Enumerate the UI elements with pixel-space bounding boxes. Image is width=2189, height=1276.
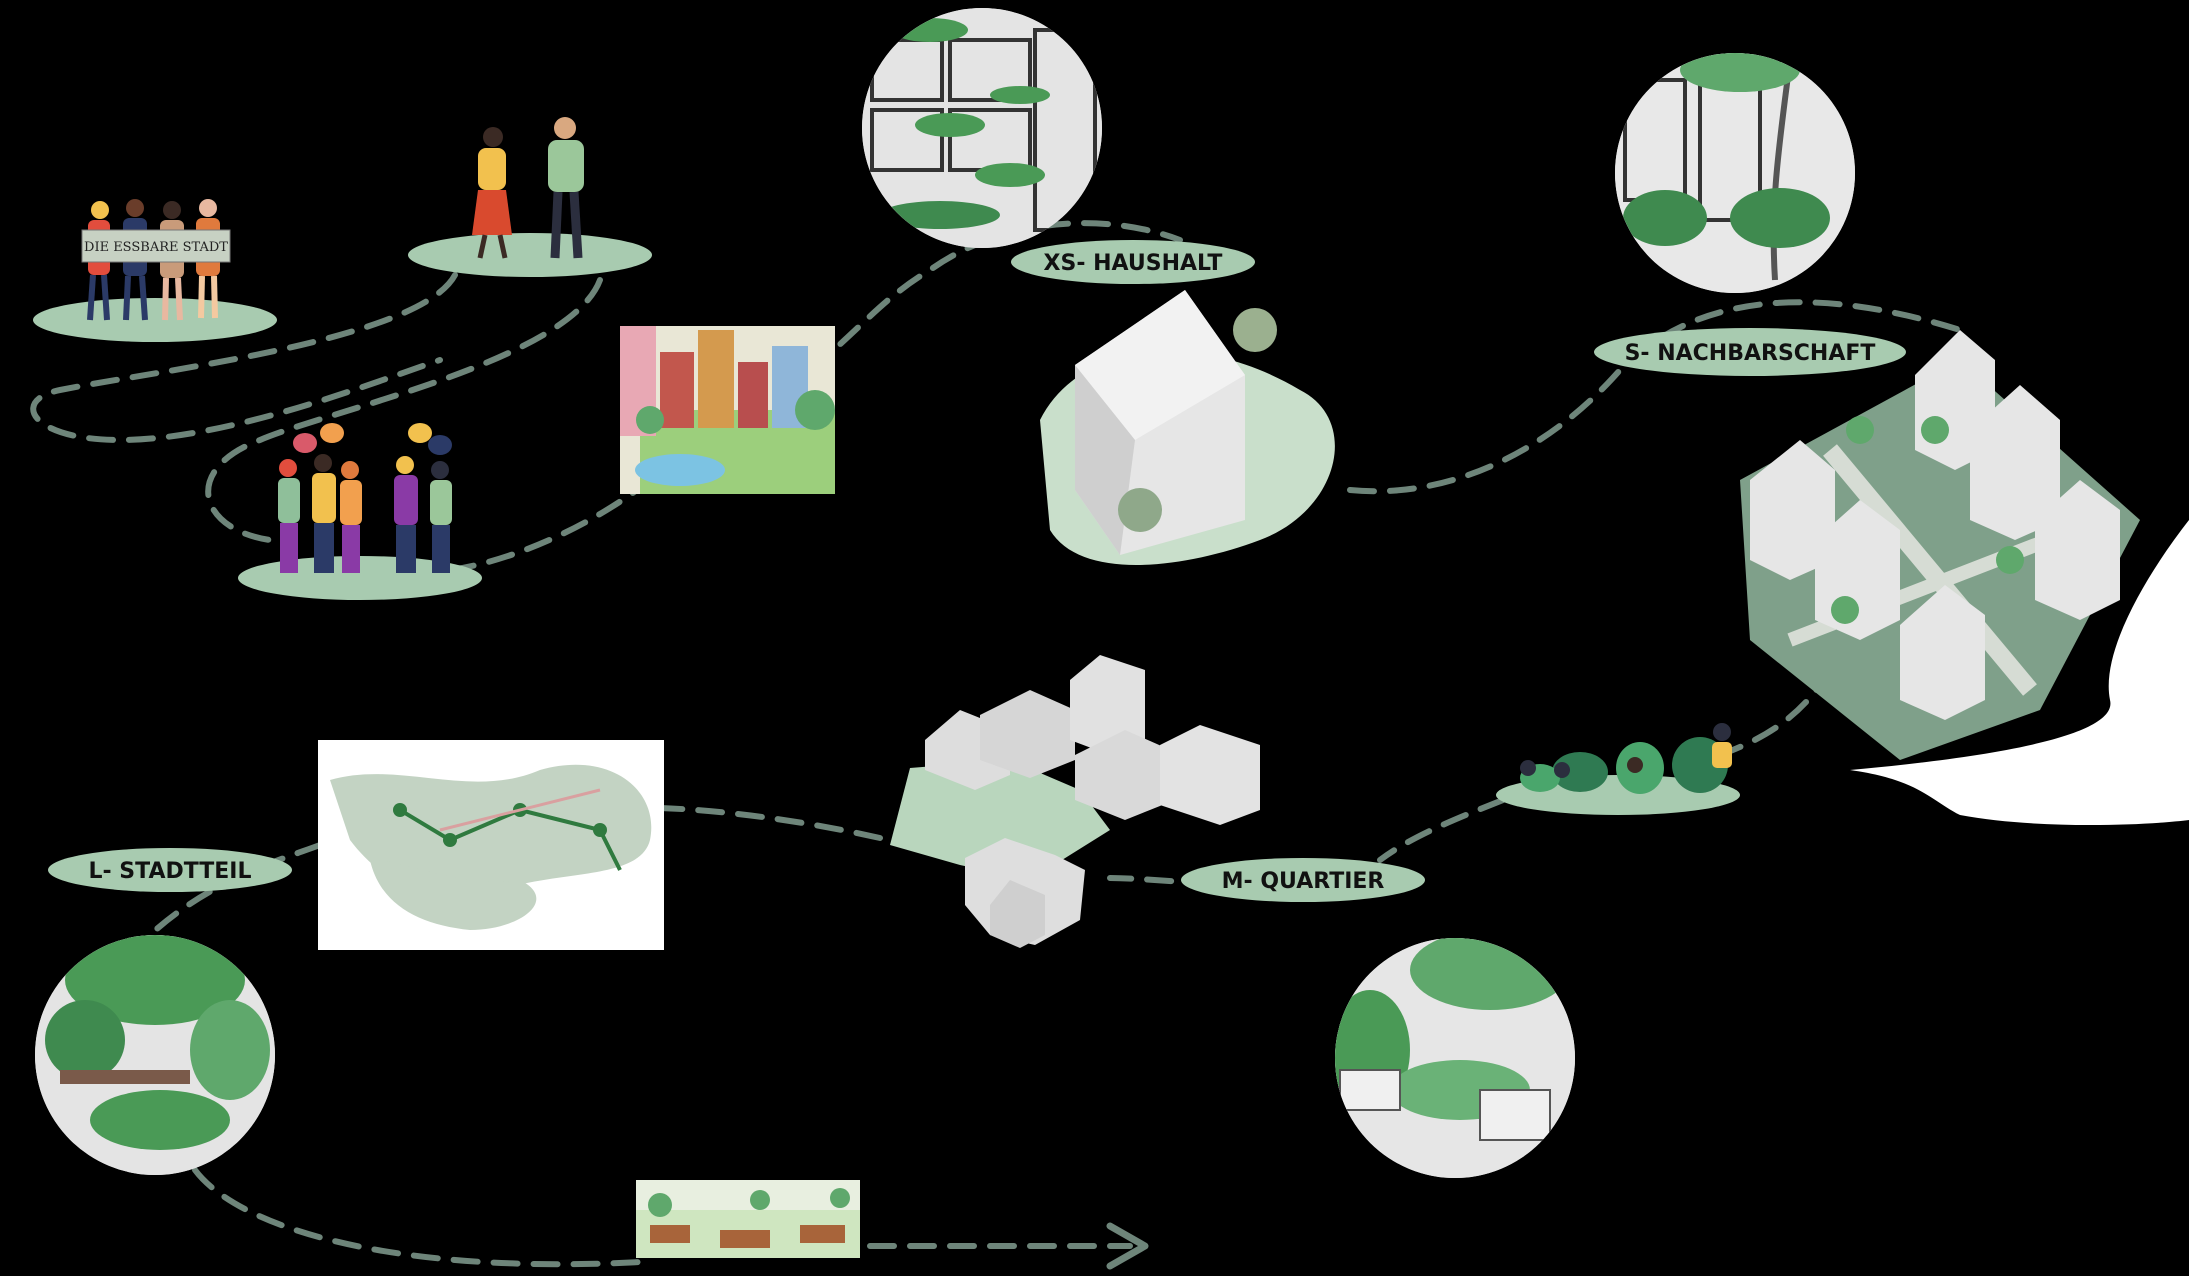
district-photo (35, 935, 275, 1175)
arrow-head-icon (1106, 1222, 1149, 1270)
label-l-stadtteil: L- STADTTEIL (48, 848, 292, 892)
community-garden-illustration (636, 1180, 860, 1258)
label-m-quartier: M- QUARTIER (1181, 858, 1425, 902)
label-xs-haushalt: XS- HAUSHALT (1011, 240, 1255, 284)
garden-people-illustration (1496, 723, 1740, 815)
quarter-photo (1335, 938, 1575, 1178)
label-xs-text: XS- HAUSHALT (1044, 251, 1223, 276)
label-s-text: S- NACHBARSCHAFT (1625, 341, 1876, 366)
quarter-model (890, 655, 1260, 948)
banner-sign (81, 229, 231, 263)
banner-people-illustration: DIE ESSBARE STADT (33, 199, 277, 342)
label-s-nachbarschaft: S- NACHBARSCHAFT (1594, 328, 1906, 376)
town-square-illustration (620, 326, 835, 494)
banner-text: DIE ESSBARE STADT (84, 240, 228, 255)
conversation-illustration (408, 117, 652, 277)
district-map-image (318, 740, 664, 950)
discussion-group-illustration (238, 423, 482, 600)
white-blob-shape (1850, 520, 2189, 825)
household-building-model (1040, 290, 1335, 565)
label-m-text: M- QUARTIER (1222, 869, 1385, 894)
label-l-text: L- STADTTEIL (89, 859, 252, 884)
household-photo (862, 8, 1102, 248)
neighbourhood-model (1740, 330, 2140, 760)
neighbourhood-photo (1615, 53, 1855, 293)
